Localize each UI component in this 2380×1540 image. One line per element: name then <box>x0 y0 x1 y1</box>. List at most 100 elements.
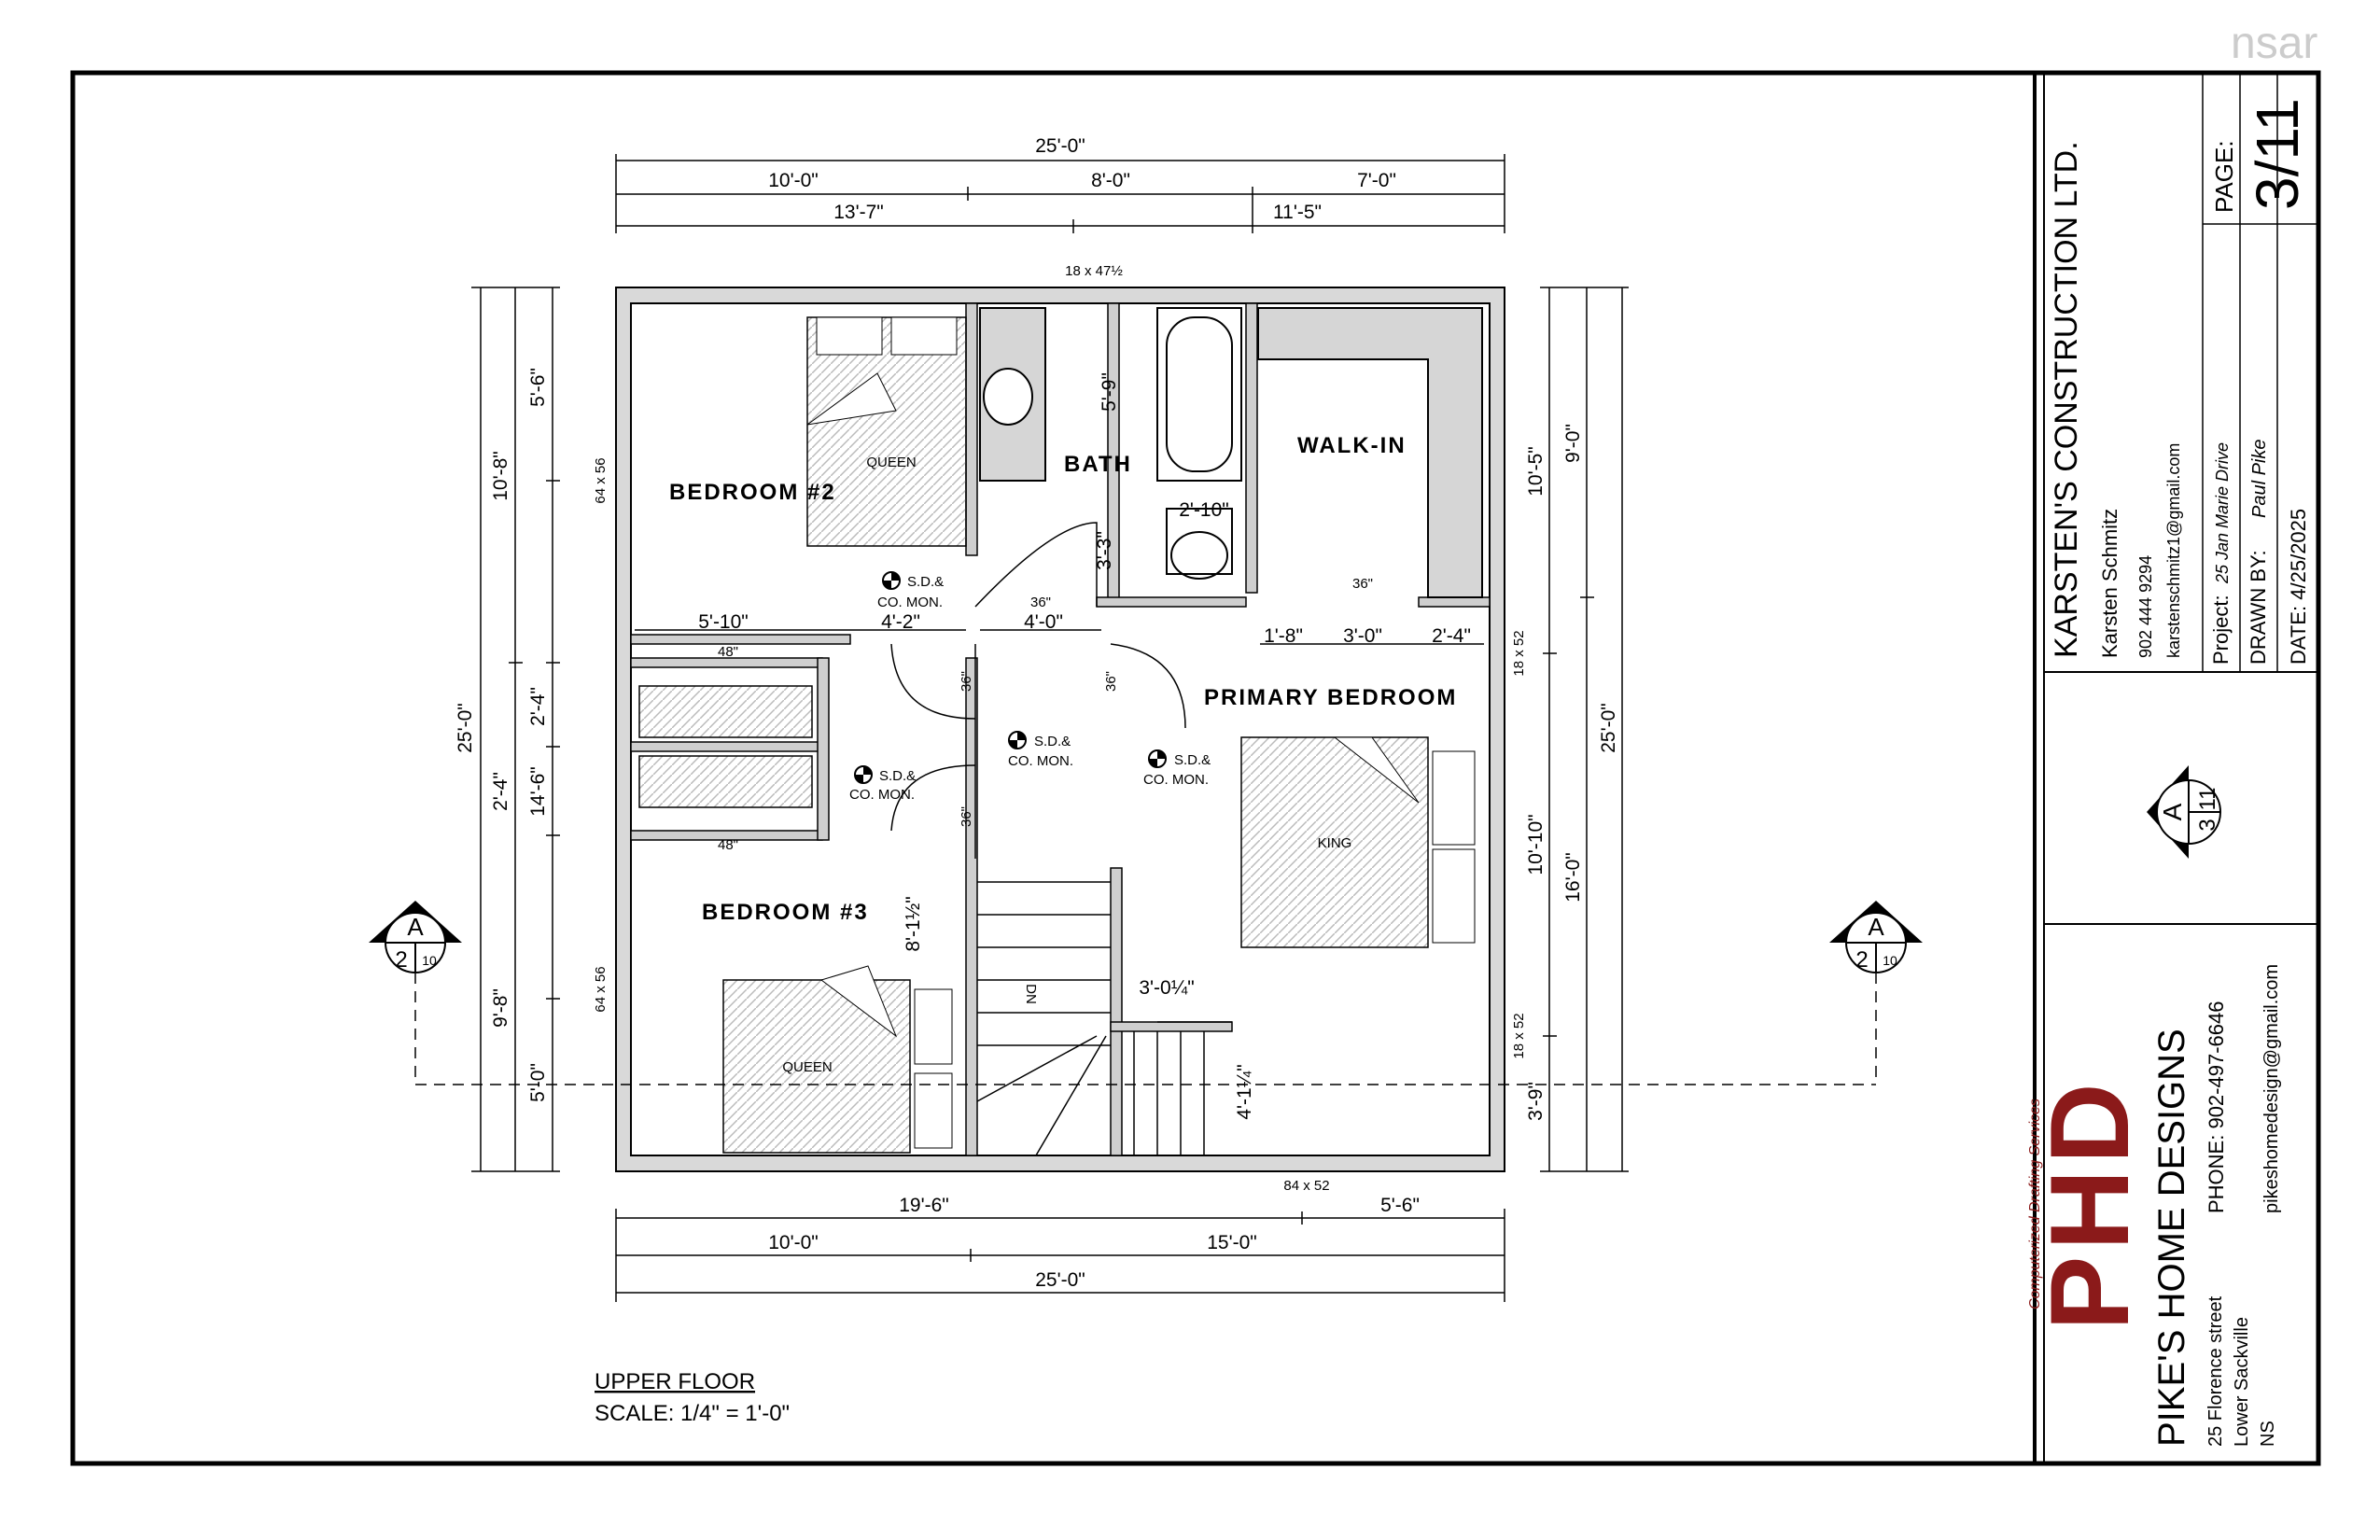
dim-top-2: 8'-0" <box>1091 170 1130 191</box>
tb-designer-phone: PHONE: 902-497-6646 <box>2205 1001 2228 1213</box>
bed-queen-bedroom3 <box>722 965 953 1154</box>
room-bath: BATH <box>1064 452 1132 477</box>
dim-hall-v: 3'-3" <box>1094 531 1115 570</box>
dim-bottom-2: 5'-6" <box>1380 1195 1420 1216</box>
tb-designer: PIKE'S HOME DESIGNS <box>2151 1029 2192 1447</box>
svg-text:S.D.&: S.D.& <box>1034 734 1071 749</box>
svg-text:CO. MON.: CO. MON. <box>1143 772 1209 788</box>
svg-text:2: 2 <box>395 947 407 973</box>
tb-drawn-by-value: Paul Pike <box>2249 440 2270 519</box>
svg-text:CO. MON.: CO. MON. <box>877 595 943 610</box>
tb-email: karstenschmitz1@gmail.com <box>2164 443 2183 658</box>
dim-pb-b: 3'-0" <box>1343 625 1382 647</box>
dim-left-overall: 25'-0" <box>455 703 476 753</box>
dim-top-3: 7'-0" <box>1357 170 1396 191</box>
dim-right-3: 3'-9" <box>1525 1082 1547 1121</box>
dim-right-1: 10'-5" <box>1525 446 1547 497</box>
svg-text:A: A <box>1868 913 1884 941</box>
closet-shelves <box>638 685 813 808</box>
svg-text:36": 36" <box>1030 595 1051 610</box>
svg-text:36": 36" <box>959 806 974 827</box>
detector-primary: S.D.& CO. MON. <box>1143 749 1211 788</box>
tb-date: DATE: 4/25/2025 <box>2287 509 2310 665</box>
bed-label-queen-2: QUEEN <box>866 455 916 470</box>
tb-page-label: PAGE: <box>2210 140 2238 213</box>
svg-text:36": 36" <box>1352 576 1373 592</box>
dim-top-1: 10'-0" <box>768 170 819 191</box>
svg-text:S.D.&: S.D.& <box>879 768 916 784</box>
dim-pb-c: 2'-4" <box>1432 625 1471 647</box>
tb-company: KARSTEN'S CONSTRUCTION LTD. <box>2049 141 2084 658</box>
tb-page-number: 3/11 <box>2244 98 2311 210</box>
drawing-title: UPPER FLOOR <box>595 1369 755 1394</box>
dim-wc-h: 2'-10" <box>1179 499 1229 521</box>
dim-bottom-4: 15'-0" <box>1207 1232 1257 1253</box>
window-right-upper: 18 x 52 <box>1511 630 1527 676</box>
tb-address1: 25 Florence street <box>2205 1295 2226 1447</box>
dim-left-2: 9'-8" <box>490 988 511 1028</box>
bed-label-queen-3: QUEEN <box>782 1059 832 1075</box>
room-bedroom-2: BEDROOM #2 <box>669 480 836 505</box>
dim-b2-d: 4'-2" <box>881 611 920 633</box>
dim-pb-a: 1'-8" <box>1264 625 1303 647</box>
watermark: nsar <box>2231 19 2317 68</box>
svg-text:PHD: PHD <box>2027 1077 2152 1330</box>
svg-text:48": 48" <box>718 644 738 660</box>
stair-direction: DN <box>1023 984 1039 1004</box>
window-left-lower: 64 x 56 <box>593 966 609 1012</box>
dim-stair-v: 8'-1½" <box>903 896 924 951</box>
room-walkin: WALK-IN <box>1297 433 1407 458</box>
dim-stair-v2: 4'-1¼" <box>1234 1064 1255 1119</box>
svg-text:S.D.&: S.D.& <box>1174 752 1211 768</box>
svg-text:48": 48" <box>718 837 738 853</box>
dim-bottom-1: 19'-6" <box>899 1195 949 1216</box>
dim-left-1: 10'-8" <box>490 451 511 501</box>
exterior-walls <box>615 287 1505 1172</box>
dim-bath-v: 5'-9" <box>1099 372 1120 412</box>
dim-left-4: 2'-4" <box>527 687 549 726</box>
dim-left-3: 5'-6" <box>527 368 549 407</box>
walkin-shelving <box>1257 307 1483 598</box>
svg-text:3: 3 <box>2195 819 2220 831</box>
bed-queen-bedroom2 <box>806 316 967 547</box>
detector-hall: S.D.& CO. MON. <box>1008 731 1073 769</box>
bed-label-king: KING <box>1318 835 1352 851</box>
dim-right-2: 10'-10" <box>1525 814 1547 875</box>
dim-overall-bottom: 25'-0" <box>1035 1269 1085 1291</box>
tb-designer-email: pikeshomedesign@gmail.com <box>2261 964 2282 1213</box>
svg-text:36": 36" <box>1103 671 1119 692</box>
svg-text:11: 11 <box>2195 788 2220 811</box>
dim-b2-w: 5'-10" <box>698 611 749 633</box>
window-left-upper: 64 x 56 <box>593 457 609 503</box>
tb-drawn-by-label: DRAWN BY: <box>2247 550 2270 665</box>
tb-contact: Karsten Schmitz <box>2098 509 2121 658</box>
room-bedroom-3: BEDROOM #3 <box>702 900 869 925</box>
tb-address3: NS <box>2258 1421 2278 1447</box>
room-primary-bedroom: PRIMARY BEDROOM <box>1204 685 1457 710</box>
dim-left-7: 5'-0" <box>527 1063 549 1102</box>
dim-left-6: 14'-6" <box>527 766 549 817</box>
title-block <box>2044 73 2318 925</box>
section-marker-titleblock: A 3 11 <box>2147 765 2221 859</box>
svg-text:10: 10 <box>1883 953 1897 968</box>
dim-overall-top: 25'-0" <box>1035 135 1085 157</box>
dim-hall-w: 4'-0" <box>1024 611 1063 633</box>
svg-text:36": 36" <box>959 671 974 692</box>
stairs <box>976 881 1205 1156</box>
window-top: 18 x 47½ <box>1065 263 1123 279</box>
bath-fixtures <box>979 307 1242 580</box>
svg-text:A: A <box>407 913 424 941</box>
window-bottom: 84 x 52 <box>1283 1178 1329 1194</box>
bed-king-primary <box>1240 736 1476 948</box>
section-marker-left: A 2 10 <box>369 901 462 973</box>
dim-right-overall: 25'-0" <box>1598 703 1619 753</box>
sheet-border <box>70 70 2321 1466</box>
dim-bottom-3: 10'-0" <box>768 1232 819 1253</box>
dimension-lines <box>471 154 1629 1302</box>
svg-text:2: 2 <box>1855 947 1868 973</box>
window-right-lower: 18 x 52 <box>1511 1013 1527 1058</box>
svg-text:CO. MON.: CO. MON. <box>849 787 915 803</box>
dim-stair-w: 3'-0¼" <box>1139 977 1194 999</box>
dim-top-5: 11'-5" <box>1273 202 1322 223</box>
